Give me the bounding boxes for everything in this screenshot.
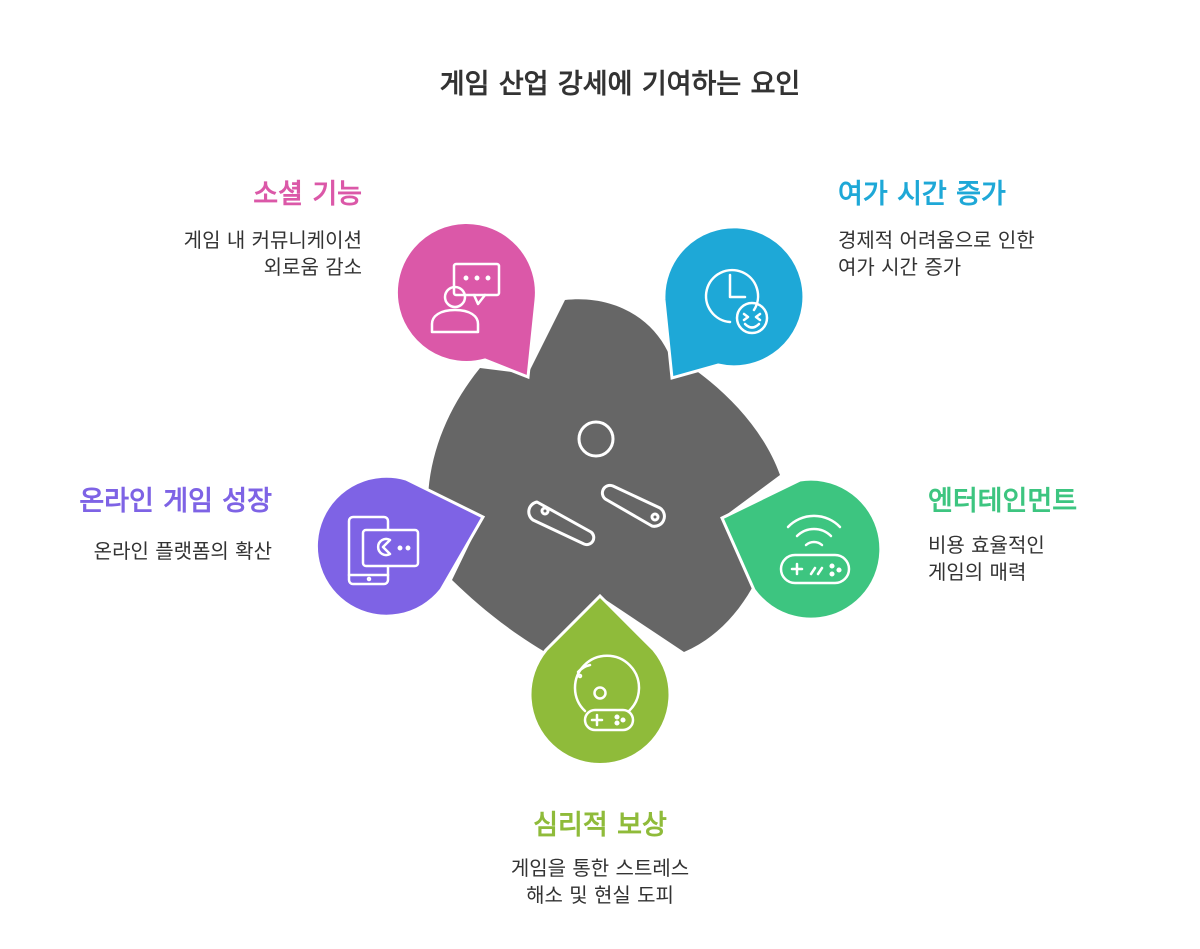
online-heading: 온라인 게임 성장	[79, 486, 272, 517]
clock-smiley-icon	[704, 268, 769, 335]
online-description-line: 온라인 플랫폼의 확산	[93, 539, 272, 563]
entertainment-description-line: 비용 효율적인	[928, 533, 1045, 557]
leisure-description-line: 여가 시간 증가	[838, 255, 962, 279]
diagram-title: 게임 산업 강세에 기여하는 요인	[439, 69, 801, 100]
entertainment-description: 비용 효율적인 게임의 매력	[928, 532, 1045, 586]
reward-description-line: 게임을 통한 스트레스	[510, 856, 690, 880]
reward-description-line: 해소 및 현실 도피	[526, 883, 674, 907]
reward-drop	[528, 593, 672, 767]
mobile-game-icon	[347, 515, 420, 586]
social-description: 게임 내 커뮤니케이션 외로움 감소	[110, 227, 362, 281]
social-heading: 소셜 기능	[253, 179, 362, 210]
reward-heading: 심리적 보상	[533, 810, 667, 841]
social-drop	[394, 221, 538, 380]
entertainment-description-line: 게임의 매력	[928, 560, 1027, 584]
user-chat-icon	[430, 262, 501, 334]
entertainment-heading: 엔터테인먼트	[928, 486, 1078, 517]
social-description-line: 외로움 감소	[263, 255, 362, 279]
social-description-line: 게임 내 커뮤니케이션	[183, 228, 362, 252]
pinball-gamepad-icon	[573, 654, 641, 732]
leisure-description-line: 경제적 어려움으로 인한	[838, 228, 1035, 252]
entertainment-drop	[720, 477, 883, 621]
center-pinball-shape	[428, 299, 780, 652]
leisure-description: 경제적 어려움으로 인한 여가 시간 증가	[838, 227, 1035, 281]
leisure-heading: 여가 시간 증가	[838, 179, 1006, 210]
wireless-gamepad-icon	[779, 514, 851, 585]
reward-description: 게임을 통한 스트레스 해소 및 현실 도피	[450, 855, 750, 909]
pinball-icon	[527, 420, 666, 547]
leisure-drop	[662, 225, 806, 380]
online-description: 온라인 플랫폼의 확산	[20, 538, 272, 565]
